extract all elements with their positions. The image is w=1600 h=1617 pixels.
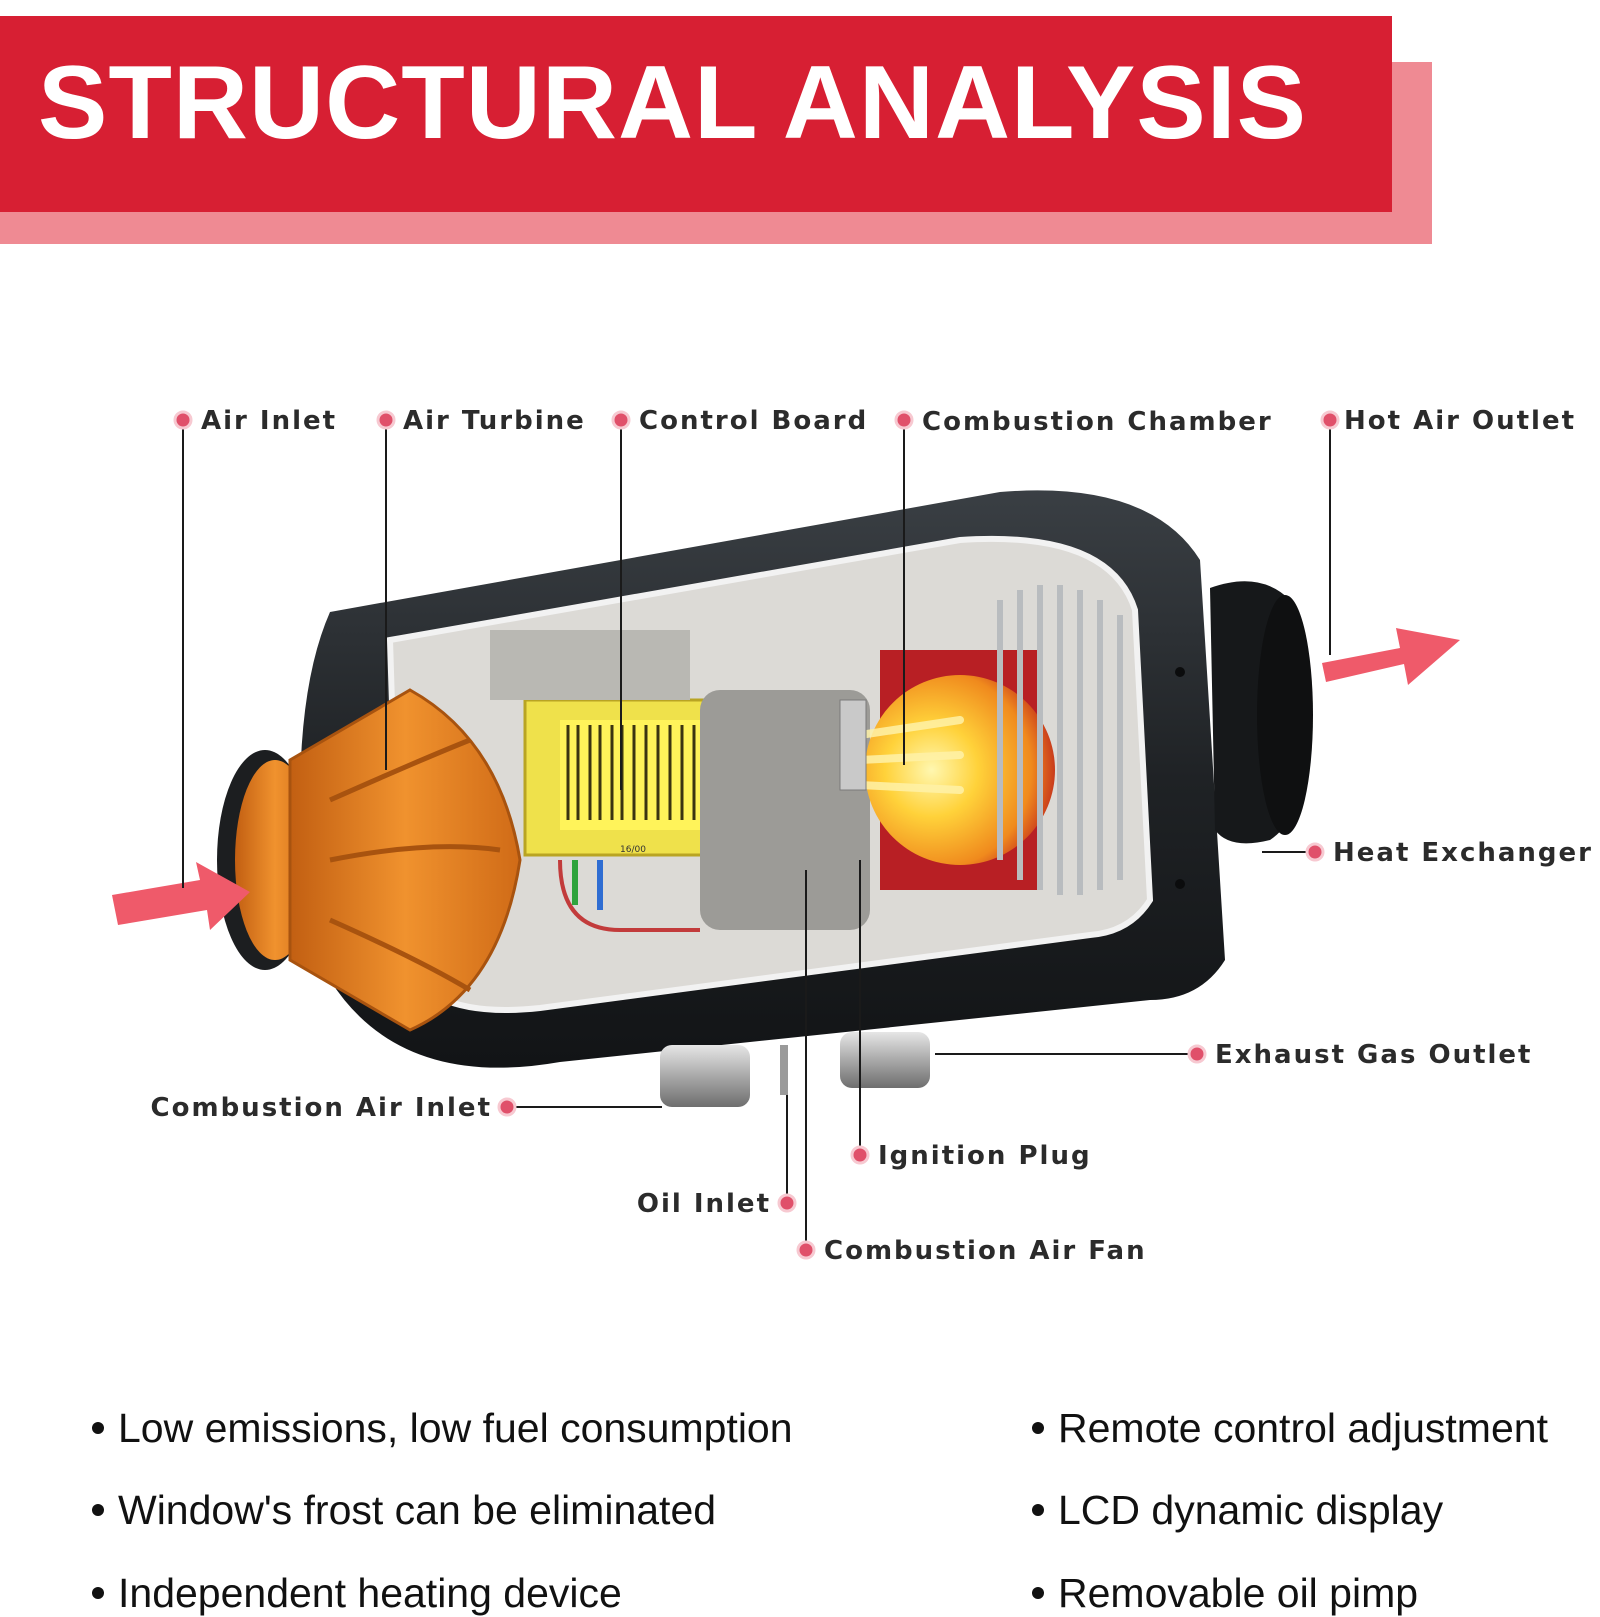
label-exhaust-gas-outlet: Exhaust Gas Outlet xyxy=(1215,1040,1532,1070)
feature-item: Window's frost can be eliminated xyxy=(92,1487,716,1534)
label-hot-air-outlet: Hot Air Outlet xyxy=(1344,406,1576,436)
bullet-icon xyxy=(1032,1587,1044,1600)
label-air-turbine: Air Turbine xyxy=(403,406,586,436)
label-control-board: Control Board xyxy=(639,406,868,436)
air-turbine-graphic xyxy=(217,688,522,1032)
page-title: STRUCTURAL ANALYSIS xyxy=(38,45,1308,161)
leader-lines xyxy=(182,420,1331,1248)
feature-item: Low emissions, low fuel consumption xyxy=(92,1405,793,1452)
feature-item: Independent heating device xyxy=(92,1570,622,1617)
board-marking: 16/00 xyxy=(620,845,646,855)
label-heat-exchanger: Heat Exchanger xyxy=(1333,838,1593,868)
label-combustion-air-inlet: Combustion Air Inlet xyxy=(151,1093,492,1123)
bullet-icon xyxy=(1032,1504,1044,1517)
feature-list: Low emissions, low fuel consumption Wind… xyxy=(0,1385,1600,1616)
bullet-icon xyxy=(92,1422,104,1435)
label-air-inlet: Air Inlet xyxy=(201,406,337,436)
feature-item: LCD dynamic display xyxy=(1032,1487,1443,1534)
bullet-icon xyxy=(92,1587,104,1600)
title-banner xyxy=(0,16,1392,212)
bullet-icon xyxy=(92,1504,104,1517)
label-combustion-chamber: Combustion Chamber xyxy=(922,407,1273,437)
label-dots xyxy=(173,410,1340,1260)
feature-item: Removable oil pimp xyxy=(1032,1570,1418,1617)
air-inlet-arrow xyxy=(112,862,250,930)
bullet-icon xyxy=(1032,1422,1044,1435)
label-oil-inlet: Oil Inlet xyxy=(637,1189,771,1219)
label-combustion-air-fan: Combustion Air Fan xyxy=(824,1236,1147,1266)
cutaway-interior: 16/00 xyxy=(386,535,1154,1013)
barcode-sticker: 16/00 xyxy=(560,720,710,855)
feature-item: Remote control adjustment xyxy=(1032,1405,1548,1452)
hot-air-outlet-arrow xyxy=(1322,628,1460,685)
label-ignition-plug: Ignition Plug xyxy=(878,1141,1092,1171)
